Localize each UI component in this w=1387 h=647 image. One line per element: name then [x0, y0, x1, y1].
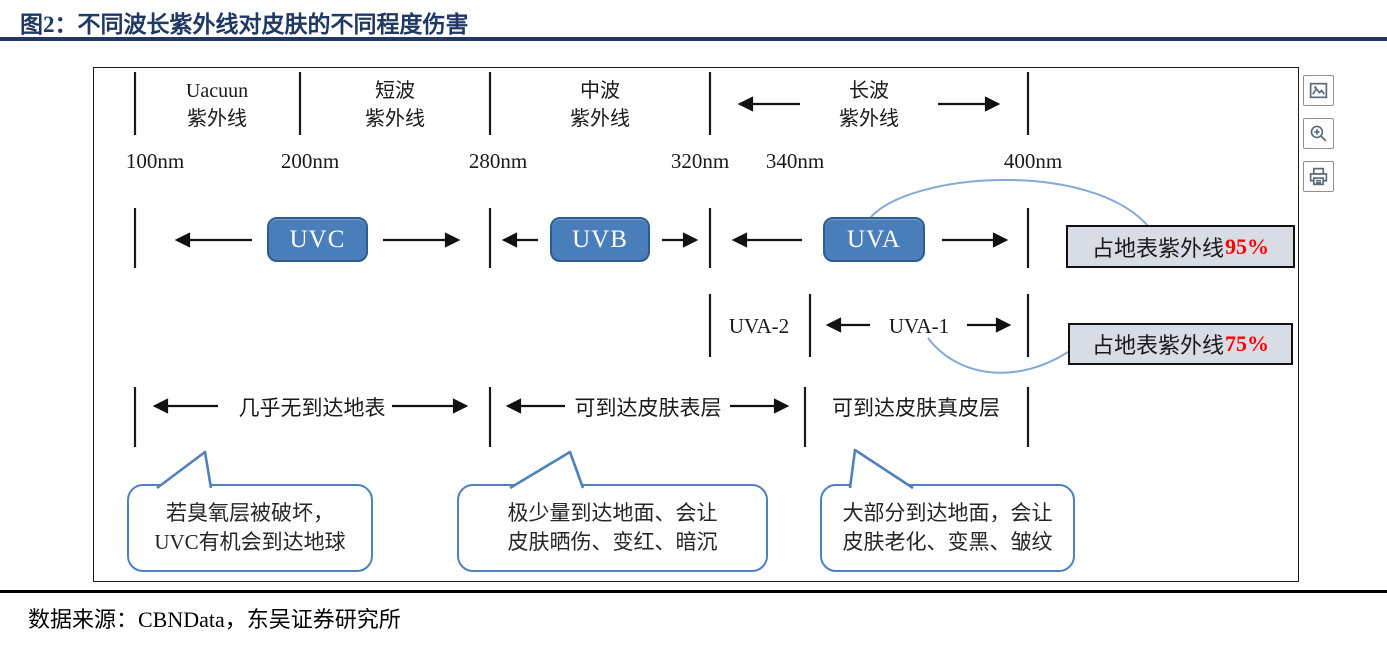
band-label-longwave-uv: 长波 紫外线: [839, 80, 899, 130]
uva1-label: UVA-1: [888, 313, 950, 338]
uvb-badge: UVB: [550, 217, 650, 262]
callout-uvc: 若臭氧层被破坏， UVC有机会到达地球: [127, 484, 373, 572]
title-underline: [0, 37, 1387, 41]
footer-divider: [0, 590, 1387, 593]
band-label-shortwave-uv: 短波 紫外线: [365, 80, 425, 130]
wavelength-label-100nm: 100nm: [125, 148, 185, 173]
callout-uva: 大部分到达地面，会让 皮肤老化、变黑、皱纹: [820, 484, 1075, 572]
data-source-line: 数据来源：CBNData，东吴证券研究所: [28, 607, 401, 632]
wavelength-label-200nm: 200nm: [280, 148, 340, 173]
wavelength-label-320nm: 320nm: [670, 148, 730, 173]
callout-uvb: 极少量到达地面、会让 皮肤晒伤、变红、暗沉: [457, 484, 768, 572]
wavelength-label-280nm: 280nm: [468, 148, 528, 173]
reach-label-uva: 可到达皮肤真皮层: [832, 396, 1000, 420]
reach-label-uvc: 几乎无到达地表: [238, 396, 386, 420]
page-title: 图2：不同波长紫外线对皮肤的不同程度伤害: [20, 12, 469, 37]
wavelength-label-400nm: 400nm: [1003, 148, 1063, 173]
zoom-in-tool-button[interactable]: [1303, 118, 1334, 149]
band-label-vacuum-uv: Uacuun 紫外线: [185, 80, 249, 130]
uvc-badge: UVC: [267, 217, 368, 262]
print-icon: [1309, 167, 1328, 186]
wavelength-label-340nm: 340nm: [765, 148, 825, 173]
band-label-midwave-uv: 中波 紫外线: [570, 80, 630, 130]
share-75-value: 75%: [1225, 331, 1269, 356]
reach-label-uvb: 可到达皮肤表层: [574, 396, 722, 420]
uva-badge: UVA: [823, 217, 925, 262]
zoom-in-icon: [1310, 125, 1327, 142]
uva2-label: UVA-2: [728, 313, 790, 338]
print-tool-button[interactable]: [1303, 161, 1334, 192]
image-icon: [1309, 82, 1328, 99]
share-95-value: 95%: [1225, 233, 1269, 259]
image-tool-button[interactable]: [1303, 75, 1334, 106]
